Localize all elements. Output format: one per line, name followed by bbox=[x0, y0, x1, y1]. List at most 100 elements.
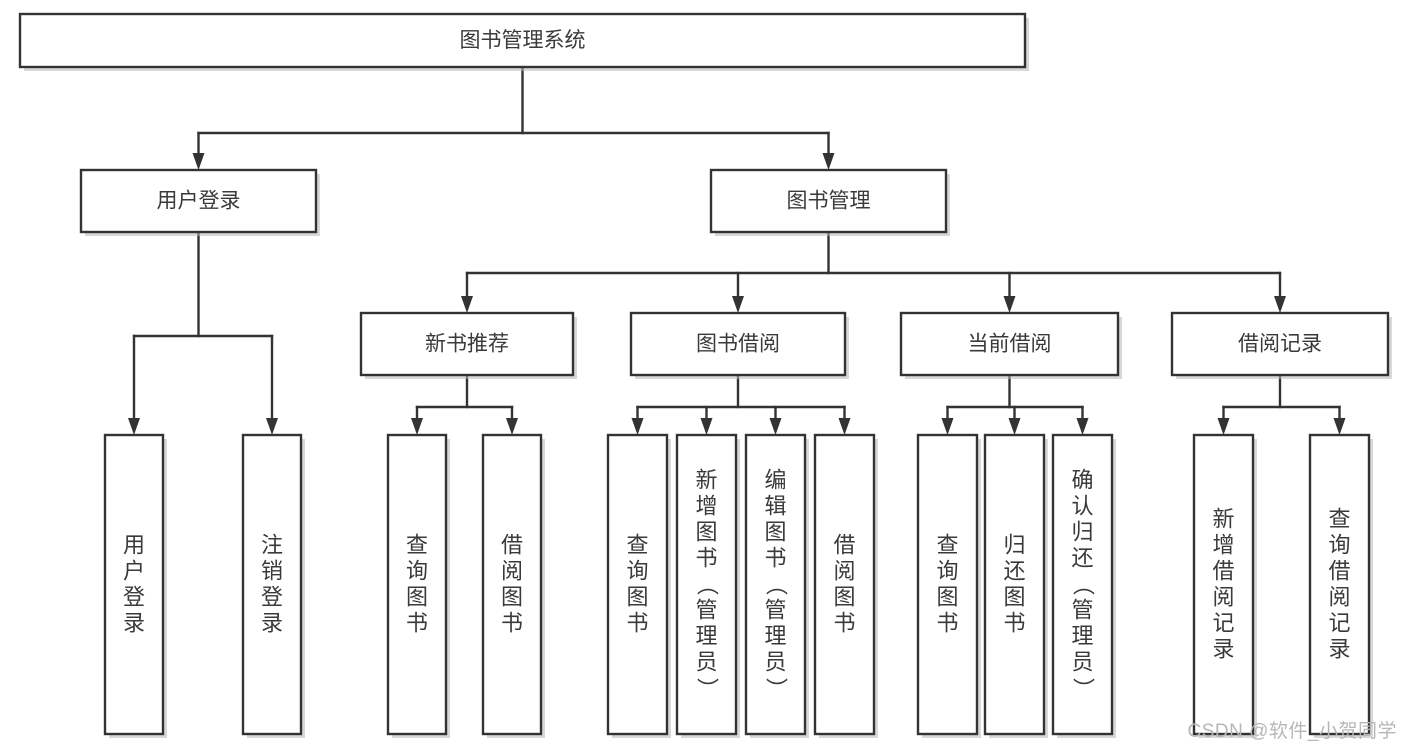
node-box[interactable] bbox=[103, 433, 165, 736]
node-label-char: 询 bbox=[1328, 533, 1350, 558]
arrow-head-icon bbox=[700, 418, 713, 435]
node-label-char: 新 bbox=[1212, 507, 1234, 532]
arrow-head-icon bbox=[1003, 296, 1016, 313]
node-label-char: 查 bbox=[936, 533, 958, 558]
node-label-char: 员 bbox=[1071, 650, 1093, 675]
node-box[interactable] bbox=[629, 311, 847, 377]
arrow-head-icon bbox=[411, 418, 423, 435]
node-label-char: 书 bbox=[501, 611, 523, 636]
arrow-head-icon bbox=[631, 418, 644, 435]
node-label-char: 书 bbox=[764, 546, 786, 571]
node-box[interactable] bbox=[1170, 311, 1390, 377]
node-label-char: 书 bbox=[695, 546, 717, 571]
node-label-char: 书 bbox=[406, 611, 428, 636]
node-root[interactable]: 图书管理系统 bbox=[18, 12, 1029, 71]
node-user-login[interactable]: 用户登录 bbox=[79, 168, 320, 236]
node-label-char: 确 bbox=[1071, 468, 1093, 493]
node-label-char: 查 bbox=[406, 533, 428, 558]
node-label-char: 新 bbox=[695, 468, 717, 493]
arrow-head-icon bbox=[1008, 418, 1021, 435]
node-box[interactable] bbox=[813, 433, 876, 736]
node-label-char: 归 bbox=[1003, 533, 1025, 558]
node-label-char: 记 bbox=[1212, 611, 1234, 636]
node-label-char: 认 bbox=[1071, 494, 1093, 519]
node-label-char: 图 bbox=[695, 520, 717, 545]
node-label-char: 书 bbox=[936, 611, 958, 636]
node-box[interactable] bbox=[983, 433, 1046, 736]
node-label-char: 阅 bbox=[1212, 585, 1234, 610]
node-box[interactable] bbox=[899, 311, 1120, 377]
node-current-borrow[interactable]: 当前借阅 bbox=[899, 311, 1122, 379]
node-label-char: 录 bbox=[1328, 637, 1350, 662]
node-label-char: 查 bbox=[1328, 507, 1350, 532]
node-box[interactable] bbox=[1192, 433, 1255, 736]
node-label-char: 记 bbox=[1328, 611, 1350, 636]
node-label-char: ） bbox=[695, 677, 720, 699]
node-box[interactable] bbox=[386, 433, 448, 736]
node-book-manage[interactable]: 图书管理 bbox=[709, 168, 950, 236]
node-leaf-user-login[interactable]: 用户登录 bbox=[103, 433, 167, 738]
node-label-char: 图 bbox=[626, 585, 648, 610]
node-label: 图书管理系统 bbox=[460, 29, 586, 52]
arrow-head-icon bbox=[822, 153, 835, 170]
node-box[interactable] bbox=[359, 311, 575, 377]
node-box[interactable] bbox=[241, 433, 303, 736]
node-label-char: 注 bbox=[261, 533, 283, 558]
node-label-char: 借 bbox=[833, 533, 855, 558]
arrow-head-icon bbox=[1333, 418, 1346, 435]
node-box[interactable] bbox=[709, 168, 948, 234]
node-label-char: 图 bbox=[406, 585, 428, 610]
arrow-head-icon bbox=[769, 418, 782, 435]
node-label-char: 查 bbox=[626, 533, 648, 558]
node-box[interactable] bbox=[675, 433, 738, 736]
node-label: 借阅记录 bbox=[1238, 333, 1322, 356]
node-box[interactable] bbox=[1051, 433, 1114, 736]
node-new-book-rec[interactable]: 新书推荐 bbox=[359, 311, 577, 379]
node-label-char: 销 bbox=[261, 559, 283, 584]
arrow-head-icon bbox=[128, 418, 140, 435]
node-book-borrow[interactable]: 图书借阅 bbox=[629, 311, 849, 379]
node-label: 新书推荐 bbox=[425, 333, 509, 356]
node-label-char: 录 bbox=[1212, 637, 1234, 662]
node-box[interactable] bbox=[916, 433, 979, 736]
node-label-char: （ bbox=[1071, 573, 1096, 595]
node-box[interactable] bbox=[606, 433, 669, 736]
node-label-char: 借 bbox=[501, 533, 523, 558]
arrow-head-icon bbox=[941, 418, 954, 435]
node-label-char: 询 bbox=[406, 559, 428, 584]
node-box[interactable] bbox=[481, 433, 543, 736]
node-box[interactable] bbox=[1308, 433, 1371, 736]
node-label-char: 理 bbox=[1071, 624, 1093, 649]
edge-layer bbox=[128, 65, 1346, 435]
node-box[interactable] bbox=[79, 168, 318, 234]
node-label-char: 员 bbox=[695, 650, 717, 675]
node-label-char: （ bbox=[695, 573, 720, 595]
node-box[interactable] bbox=[18, 12, 1027, 69]
node-label-char: 理 bbox=[695, 624, 717, 649]
node-label-char: 还 bbox=[1071, 546, 1093, 571]
node-label-char: 阅 bbox=[833, 559, 855, 584]
arrow-head-icon bbox=[192, 153, 205, 170]
node-box[interactable] bbox=[744, 433, 807, 736]
node-label-char: 归 bbox=[1071, 520, 1093, 545]
node-borrow-record[interactable]: 借阅记录 bbox=[1170, 311, 1392, 379]
node-label-char: 登 bbox=[261, 585, 283, 610]
node-label-char: 询 bbox=[626, 559, 648, 584]
node-label-char: 员 bbox=[764, 650, 786, 675]
arrow-head-icon bbox=[506, 418, 518, 435]
node-label-char: 管 bbox=[1071, 598, 1093, 623]
node-label-char: 录 bbox=[123, 611, 145, 636]
